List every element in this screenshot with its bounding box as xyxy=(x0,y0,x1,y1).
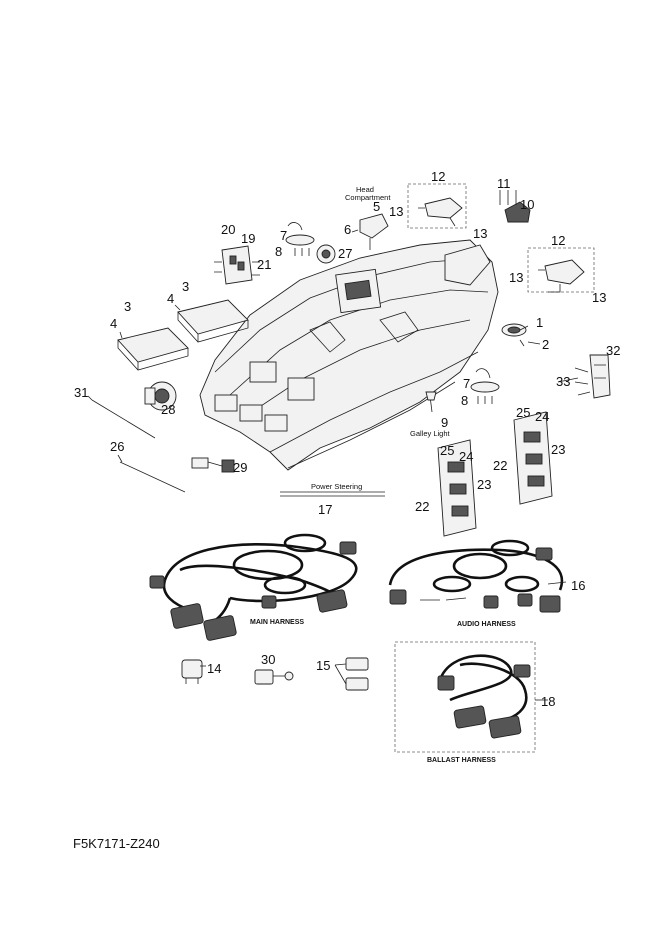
dashed-box-18 xyxy=(394,641,536,753)
callout-13: 13 xyxy=(389,204,403,219)
callout-16: 16 xyxy=(571,578,585,593)
callout-21: 21 xyxy=(257,257,271,272)
callout-15: 15 xyxy=(316,658,330,673)
callout-11: 11 xyxy=(497,176,511,191)
callout-25: 25 xyxy=(516,405,530,420)
callout-3: 3 xyxy=(182,279,189,294)
callout-22: 22 xyxy=(415,499,429,514)
caption-head: Head xyxy=(356,185,374,194)
switch-panel xyxy=(214,245,260,285)
boat-hull xyxy=(199,239,499,471)
callout-19: 19 xyxy=(241,231,255,246)
callout-13: 13 xyxy=(592,290,606,305)
deck-light-upper xyxy=(418,197,463,227)
caption-audio-harness: AUDIO HARNESS xyxy=(457,621,516,628)
callout-4: 4 xyxy=(167,291,174,306)
courtesy-light-upper xyxy=(285,222,315,256)
part-10 xyxy=(499,190,531,223)
callout-24: 24 xyxy=(459,449,473,464)
callout-18: 18 xyxy=(541,694,555,709)
callout-10: 10 xyxy=(520,197,534,212)
callout-23: 23 xyxy=(477,477,491,492)
callout-25: 25 xyxy=(440,443,454,458)
callout-29: 29 xyxy=(233,460,247,475)
callout-4: 4 xyxy=(110,316,117,331)
callout-22: 22 xyxy=(493,458,507,473)
audio-harness xyxy=(388,539,564,613)
main-harness xyxy=(149,533,358,641)
courtesy-light-lower xyxy=(470,368,500,404)
callout-8: 8 xyxy=(275,244,282,259)
callout-12: 12 xyxy=(551,233,565,248)
callout-13: 13 xyxy=(509,270,523,285)
power-steering-cable xyxy=(280,491,385,497)
callout-2: 2 xyxy=(542,337,549,352)
ballast-harness xyxy=(437,654,531,739)
callout-26: 26 xyxy=(110,439,124,454)
dashed-box-12-upper xyxy=(407,183,467,229)
callout-23: 23 xyxy=(551,442,565,457)
callout-20: 20 xyxy=(221,222,235,237)
part-32 xyxy=(574,354,611,399)
callout-3: 3 xyxy=(124,299,131,314)
callout-28: 28 xyxy=(161,402,175,417)
bracket-upper xyxy=(513,411,553,505)
speaker xyxy=(316,244,336,264)
callout-8: 8 xyxy=(461,393,468,408)
caption-galley-light: Galley Light xyxy=(410,429,451,438)
part-30 xyxy=(254,669,294,685)
callout-27: 27 xyxy=(338,246,352,261)
part-14 xyxy=(181,659,203,684)
deck-light-lower xyxy=(538,259,585,293)
cable-31 xyxy=(91,399,156,439)
callout-5: 5 xyxy=(373,199,380,214)
head-compartment-light xyxy=(351,213,389,250)
caption-ballast-harness: BALLAST HARNESS xyxy=(427,757,496,764)
part-15 xyxy=(334,657,369,691)
tray-left xyxy=(117,327,189,371)
part-28 xyxy=(144,381,177,411)
callout-9: 9 xyxy=(441,415,448,430)
part-29 xyxy=(191,457,235,473)
callout-12: 12 xyxy=(431,169,445,184)
callout-13: 13 xyxy=(473,226,487,241)
part-1 xyxy=(501,323,527,347)
tray-right xyxy=(177,299,249,343)
galley-light xyxy=(425,391,437,413)
callout-6: 6 xyxy=(344,222,351,237)
caption-power-steering: Power Steering xyxy=(311,482,362,491)
callout-14: 14 xyxy=(207,661,221,676)
cable-26 xyxy=(119,461,186,493)
callout-32: 32 xyxy=(606,343,620,358)
bracket-lower xyxy=(437,439,477,537)
caption-compartment: Compartment xyxy=(345,193,391,202)
callout-33: 33 xyxy=(556,374,570,389)
callout-30: 30 xyxy=(261,652,275,667)
caption-main-harness: MAIN HARNESS xyxy=(250,619,304,626)
callout-1: 1 xyxy=(536,315,543,330)
callout-numbers: 1 2 3 3 4 4 5 6 7 7 8 8 9 10 11 12 12 13… xyxy=(74,169,620,709)
diagram-code: F5K7171-Z240 xyxy=(73,836,160,851)
callout-7: 7 xyxy=(463,376,470,391)
callout-7: 7 xyxy=(280,228,287,243)
dashed-box-12-lower xyxy=(527,247,595,293)
callout-31: 31 xyxy=(74,385,88,400)
captions: Head Compartment Galley Light Power Stee… xyxy=(250,185,516,764)
callout-24: 24 xyxy=(535,409,549,424)
leader-lines xyxy=(87,325,579,701)
callout-17: 17 xyxy=(318,502,332,517)
